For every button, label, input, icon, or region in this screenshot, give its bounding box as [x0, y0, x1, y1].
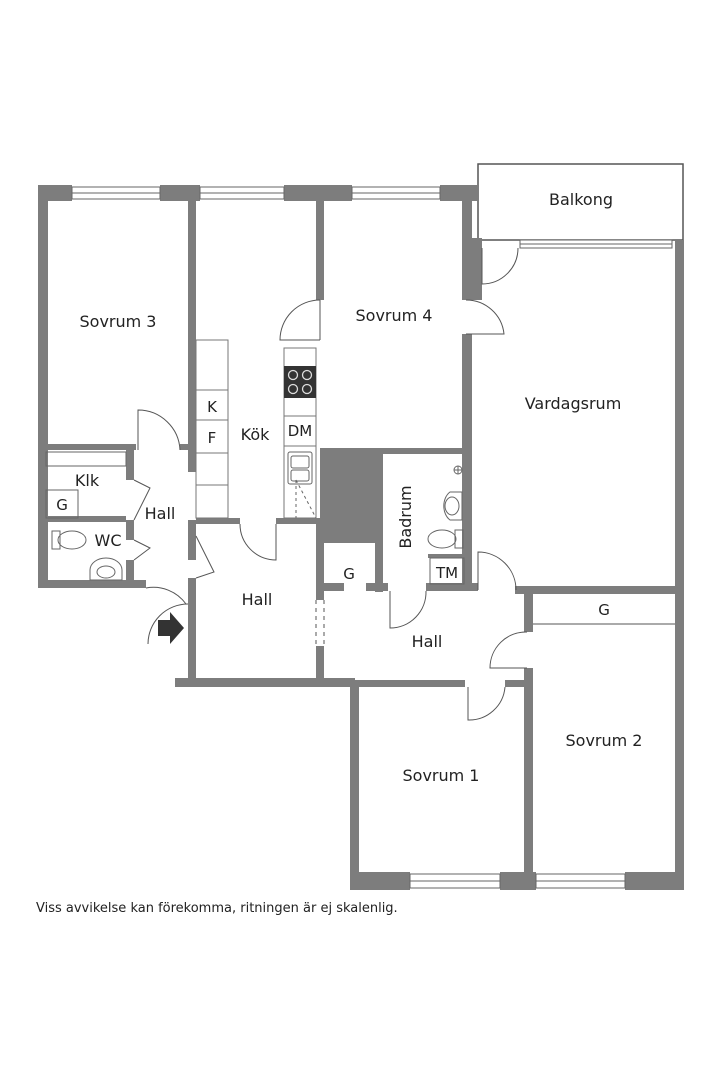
f-label: F: [208, 429, 217, 447]
hall-right-label: Hall: [412, 632, 443, 651]
disclaimer-text: Viss avvikelse kan förekomma, ritningen …: [36, 901, 398, 916]
k-label: K: [207, 398, 218, 416]
klk-label: Klk: [75, 471, 100, 490]
kok-label: Kök: [241, 425, 270, 444]
toilet-icon: [51, 530, 87, 550]
hall-center-label: Hall: [242, 590, 273, 609]
sovrum4-label: Sovrum 4: [356, 306, 433, 325]
balkong-label: Balkong: [549, 190, 613, 209]
stove-icon: [284, 366, 316, 398]
g-closet-right-label: G: [598, 601, 610, 619]
sovrum2-label: Sovrum 2: [566, 731, 643, 750]
toilet-icon: [427, 529, 464, 549]
walls: [38, 185, 684, 890]
kitchen-cabinets: [195, 339, 317, 519]
washbasin-icon: [89, 557, 123, 581]
shower-icon: [453, 465, 463, 475]
g-closet-left-label: G: [56, 496, 68, 514]
doors: [133, 247, 675, 721]
dm-label: DM: [288, 422, 313, 440]
badrum-label: Badrum: [396, 485, 415, 548]
balcony: [477, 163, 684, 241]
closets: [45, 451, 465, 585]
vardagsrum-label: Vardagsrum: [525, 394, 622, 413]
room-labels: Balkong Sovrum 3 Sovrum 4 Vardagsrum Kök…: [56, 190, 642, 785]
sink-icon: [287, 451, 317, 519]
entrance-arrow-icon: [158, 612, 184, 644]
g-closet-mid-label: G: [343, 565, 355, 583]
hall-left-label: Hall: [145, 504, 176, 523]
sovrum3-label: Sovrum 3: [80, 312, 157, 331]
washbasin-icon: [443, 491, 463, 521]
shaft: [320, 452, 378, 540]
wc-label: WC: [95, 531, 122, 550]
windows: [71, 186, 673, 889]
tm-label: TM: [435, 564, 458, 582]
sovrum1-label: Sovrum 1: [403, 766, 480, 785]
